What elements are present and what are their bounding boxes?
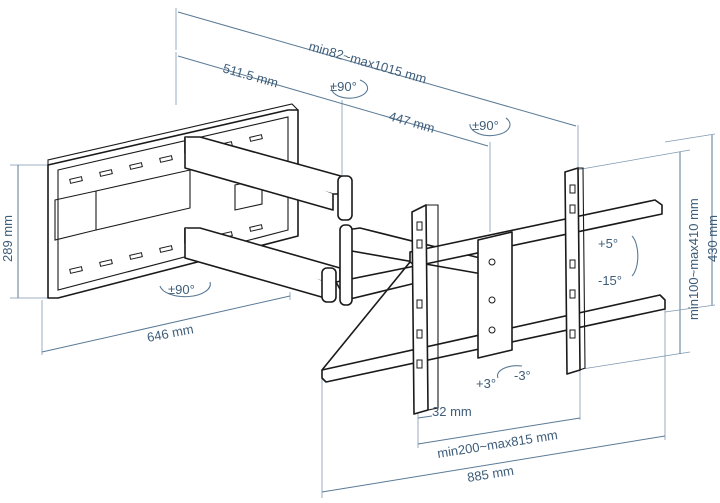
spacing-dimension-line [417, 415, 433, 419]
tilt-down-label: -15° [598, 273, 622, 288]
arm-1-label: 511.5 mm [221, 60, 280, 90]
overall-height-label: 430 mm [705, 215, 720, 262]
swing-arm-upper [184, 136, 353, 221]
arm-2-label: 447 mm [387, 108, 436, 135]
wall-plate-slots [69, 134, 263, 274]
swivel-middle-arrow [469, 117, 511, 137]
swivel-wall-label: ±90° [168, 282, 195, 297]
dimension-lines [10, 8, 716, 498]
overall-width-dimension-line [321, 435, 666, 493]
swivel-middle-label: ±90° [472, 118, 499, 133]
swivel-top-arrow [331, 79, 369, 99]
upper-crossbar [409, 199, 663, 267]
arm-dimension-line [177, 55, 489, 147]
tilt-arrow [631, 235, 639, 277]
rotation-arrows [159, 79, 639, 379]
depth-range-label: min82~max1015 mm [307, 38, 428, 86]
tilt-up-label: +5° [598, 236, 618, 251]
wall-plate-height-label: 289 mm [0, 215, 15, 262]
plate-width-dimension-line [41, 295, 291, 353]
spacing-label: 32 mm [432, 404, 472, 419]
rail-holes [416, 184, 576, 369]
left-vertical-rail [411, 204, 429, 415]
center-plate [477, 231, 513, 359]
level-plus-label: +3° [476, 376, 496, 391]
vesa-horizontal-dimension-line [417, 417, 581, 445]
overall-width-label: 885 mm [466, 463, 515, 485]
tv-bracket [321, 167, 666, 415]
swivel-top-label: ±90° [330, 79, 357, 94]
right-vertical-rail [564, 167, 581, 375]
level-arrow [496, 365, 523, 379]
swivel-wall-arrow [159, 281, 211, 298]
depth-dimension-line [177, 11, 577, 127]
vesa-vertical-label: min100~max410 mm [686, 198, 701, 320]
wall-plate-width-label: 646 mm [146, 321, 195, 345]
level-minus-label: -3° [514, 368, 531, 383]
